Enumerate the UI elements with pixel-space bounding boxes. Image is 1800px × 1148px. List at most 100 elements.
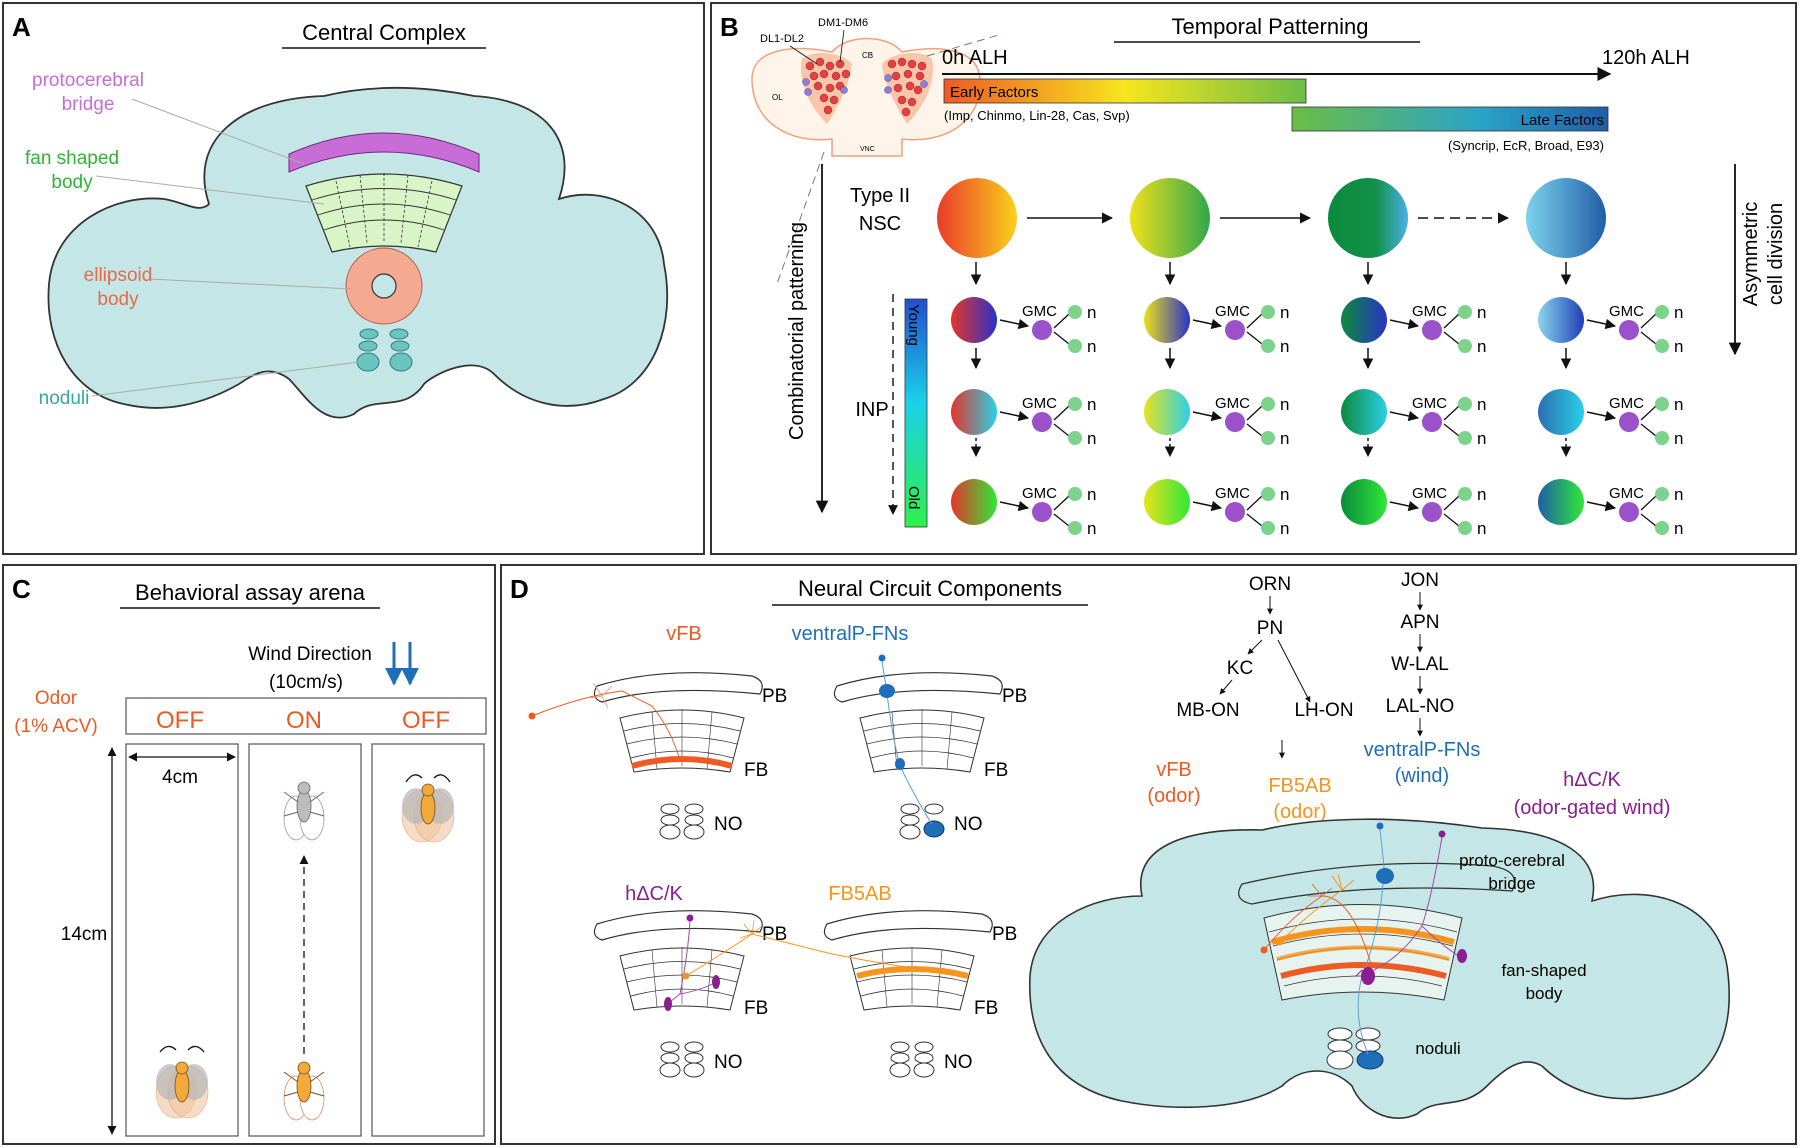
inset-cb: CB: [862, 51, 873, 60]
odor-indicator-strip: [125, 697, 487, 735]
fb-label: FB: [974, 998, 998, 1019]
label-noduli: noduli: [39, 388, 90, 409]
brain-inset: DL1-DL2 DM1-DM6 CB OL OL VNC: [751, 17, 1003, 285]
pathway-mb-on: MB-ON: [1176, 700, 1239, 721]
n-label: n: [1477, 303, 1486, 322]
n-label: n: [1280, 303, 1289, 322]
inset-ol-left: OL: [772, 93, 783, 102]
pb-label: PB: [992, 924, 1017, 945]
pb-label: PB: [762, 686, 787, 707]
wind-direction-line1: Wind Direction: [248, 644, 372, 665]
n-label: n: [1477, 429, 1486, 448]
panel-d-letter: D: [510, 574, 529, 604]
gmc-group-r2c1: GMC n n: [999, 395, 1096, 448]
noduli: [356, 328, 413, 372]
pathway-lal-no: LAL-NO: [1386, 696, 1455, 717]
pathway-orn: ORN: [1249, 574, 1291, 595]
n-label: n: [1674, 429, 1683, 448]
panel-a-letter: A: [12, 12, 31, 42]
gmc-label: GMC: [1215, 485, 1250, 502]
pathway-pn: PN: [1257, 618, 1283, 639]
label-eb-line1: ellipsoid: [84, 265, 153, 286]
gmc-label: GMC: [1022, 395, 1057, 412]
gmc-group-r2c3: GMC n n: [1389, 395, 1486, 448]
pathway-lh-on: LH-ON: [1294, 700, 1353, 721]
panel-d: D Neural Circuit Components vFB PB FB NO: [500, 564, 1797, 1145]
brain-noduli: noduli: [1415, 1039, 1460, 1058]
inp-column-4: [1538, 262, 1584, 525]
n-label: n: [1477, 519, 1486, 538]
n-label: n: [1674, 337, 1683, 356]
n-label: n: [1087, 303, 1096, 322]
fly-icon: [283, 1061, 325, 1121]
n-label: n: [1674, 303, 1683, 322]
odor-label-line1: Odor: [35, 688, 78, 709]
panel-b-title: Temporal Patterning: [1172, 14, 1369, 39]
panel-c-svg: C Behavioral assay arena Wind Direction …: [12, 574, 487, 1137]
n-label: n: [1674, 519, 1683, 538]
odor-pathway: ORN PN KC MB-ON LH-ON: [1176, 574, 1354, 759]
inp-label: INP: [855, 399, 888, 421]
panel-a-title: Central Complex: [302, 20, 466, 45]
timeline-end: 120h ALH: [1602, 47, 1690, 69]
panel-d-svg: D Neural Circuit Components vFB PB FB NO: [510, 570, 1730, 1119]
fly-icon: [155, 1045, 209, 1119]
n-label: n: [1087, 429, 1096, 448]
gmc-label: GMC: [1609, 485, 1644, 502]
fb5ab-label: FB5AB: [828, 883, 891, 905]
gmc-group-r1c2: GMC n n: [1192, 303, 1289, 356]
gmc-group-r1c3: GMC n n: [1389, 303, 1486, 356]
arena-width-label: 4cm: [162, 767, 198, 788]
vfb-odor-line2: (odor): [1147, 785, 1200, 807]
panel-c-letter: C: [12, 574, 31, 604]
pathway-apn: APN: [1400, 612, 1439, 633]
late-factors-list: (Syncrip, EcR, Broad, E93): [1448, 138, 1604, 153]
n-label: n: [1087, 485, 1096, 504]
panel-b-svg: B Temporal Patterning DL1-DL2: [720, 12, 1787, 538]
n-label: n: [1674, 395, 1683, 414]
gmc-label: GMC: [1412, 395, 1447, 412]
gmc-label: GMC: [1022, 485, 1057, 502]
asymmetric-line2: cell division: [1765, 203, 1787, 305]
label-pb-line2: bridge: [62, 94, 115, 115]
gmc-group-r3c4: GMC n n: [1586, 485, 1683, 538]
inset-dm: DM1-DM6: [818, 17, 868, 29]
gmc-label: GMC: [1022, 303, 1057, 320]
asymmetric-line1: Asymmetric: [1740, 202, 1762, 306]
panel-a-svg: A Central Complex: [12, 12, 668, 419]
hdk-wind-line2: (odor-gated wind): [1514, 797, 1671, 819]
fb-label: FB: [984, 760, 1008, 781]
young-old-bar: [904, 298, 928, 528]
wind-direction-line2: (10cm/s): [269, 672, 343, 693]
inp-column-1: [951, 262, 997, 525]
gmc-label: GMC: [1412, 485, 1447, 502]
schematic-fb5ab: FB5AB PB FB NO: [682, 883, 1017, 1078]
panel-b-letter: B: [720, 12, 739, 42]
brain-circuit-diagram: [1028, 818, 1730, 1119]
vfb-odor-line1: vFB: [1156, 759, 1192, 781]
ventralp-wind-line2: (wind): [1395, 765, 1449, 787]
arena-lane-3: [371, 743, 485, 1137]
gmc-group-r2c4: GMC n n: [1586, 395, 1683, 448]
n-label: n: [1477, 485, 1486, 504]
gmc-group-r3c2: GMC n n: [1192, 485, 1289, 538]
ventralp-label: ventralP-FNs: [792, 623, 909, 645]
n-label: n: [1087, 337, 1096, 356]
nsc-label-line1: Type II: [850, 185, 910, 207]
schematic-vfb: vFB PB FB NO: [528, 623, 787, 840]
inp-column-2: [1144, 262, 1190, 525]
panel-c: C Behavioral assay arena Wind Direction …: [2, 564, 496, 1145]
protocerebral-bridge: [288, 132, 480, 173]
label-eb-line2: body: [97, 289, 139, 310]
fb-label: FB: [744, 998, 768, 1019]
hdk-wind-line1: hΔC/K: [1563, 769, 1621, 791]
n-label: n: [1477, 395, 1486, 414]
n-label: n: [1674, 485, 1683, 504]
n-label: n: [1087, 519, 1096, 538]
gmc-label: GMC: [1609, 303, 1644, 320]
young-label: Young: [905, 304, 922, 346]
gmc-label: GMC: [1609, 395, 1644, 412]
gmc-group-r3c1: GMC n n: [999, 485, 1096, 538]
n-label: n: [1280, 337, 1289, 356]
no-label: NO: [944, 1052, 973, 1073]
